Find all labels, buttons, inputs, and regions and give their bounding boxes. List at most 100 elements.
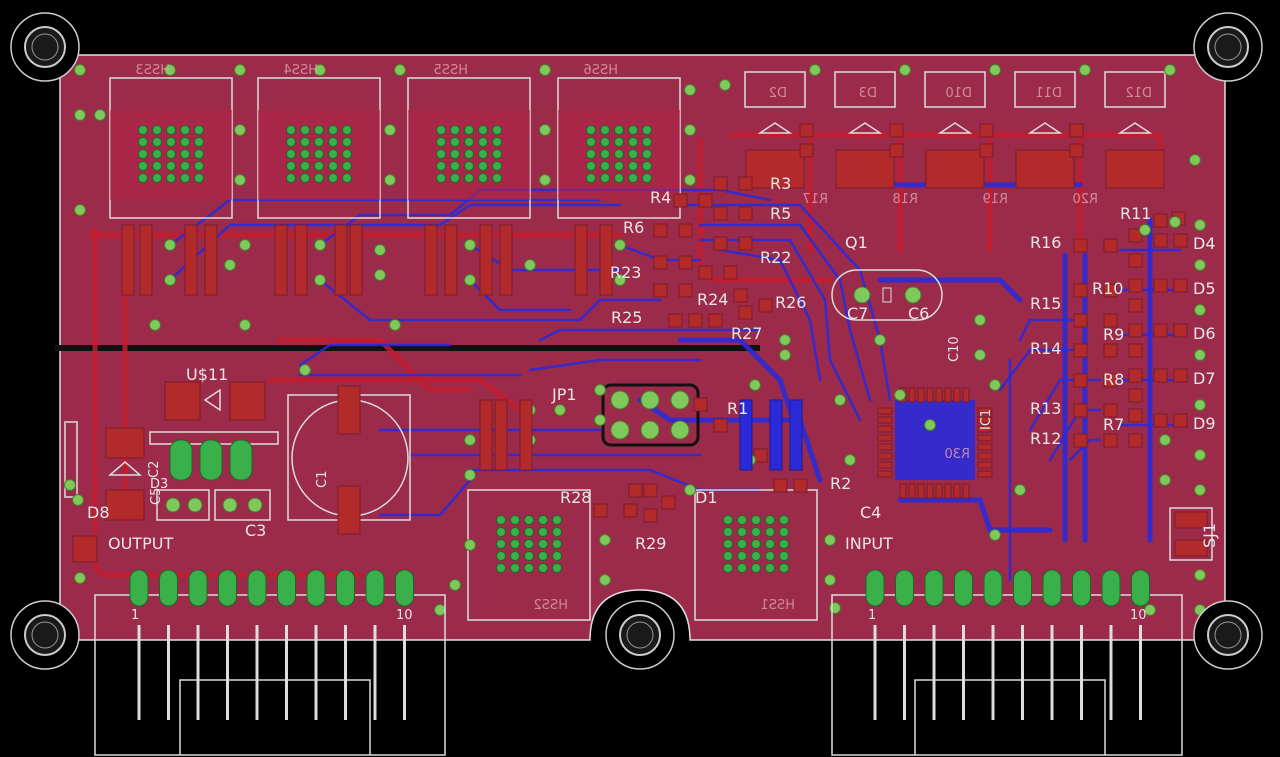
via: [614, 274, 626, 286]
label-r9: R9: [1103, 325, 1124, 344]
thermal-via: [600, 125, 610, 135]
thermal-via: [180, 161, 190, 171]
smd-pad: [1103, 373, 1118, 388]
ic-pin: [953, 387, 961, 403]
smd-pad: [653, 223, 668, 238]
ic-pin: [977, 407, 993, 415]
smd-pad: [738, 305, 753, 320]
smd-pad: [1173, 368, 1188, 383]
via: [824, 534, 836, 546]
thermal-via: [328, 125, 338, 135]
thermal-via: [737, 551, 747, 561]
thermal-via: [314, 149, 324, 159]
smd-pad: [1128, 228, 1143, 243]
ic-pin: [944, 387, 952, 403]
label-d8: D8: [87, 503, 110, 522]
thermal-via: [152, 125, 162, 135]
smd-pad: [1103, 403, 1118, 418]
mlabel-r20: R20: [1072, 192, 1098, 207]
label-d1: D1: [695, 488, 718, 507]
thermal-via: [138, 173, 148, 183]
smd-pad: [1073, 373, 1088, 388]
thermal-via: [765, 551, 775, 561]
via: [829, 602, 841, 614]
thermal-via: [642, 149, 652, 159]
ic-pin: [962, 483, 970, 499]
via: [464, 469, 476, 481]
smd-pad: [713, 206, 728, 221]
thermal-via: [342, 125, 352, 135]
via: [464, 434, 476, 446]
thermal-via: [464, 137, 474, 147]
transistor-pad: [519, 399, 533, 471]
via: [989, 529, 1001, 541]
via: [614, 239, 626, 251]
via: [374, 269, 386, 281]
thermal-via: [138, 137, 148, 147]
mlabel-hss2: HSS2: [533, 598, 568, 613]
mlabel-hss6: HSS6: [583, 63, 618, 78]
mlabel-d11: D11: [1035, 86, 1062, 101]
via: [1194, 304, 1206, 316]
thermal-via: [492, 149, 502, 159]
via: [599, 574, 611, 586]
label-r4: R4: [650, 188, 671, 207]
ic-pin: [962, 387, 970, 403]
smd-pad: [1073, 238, 1088, 253]
smd-pad: [1153, 278, 1168, 293]
smd-pad: [698, 193, 713, 208]
ic-pin: [877, 416, 893, 424]
thermal-via: [166, 149, 176, 159]
label-jp1: JP1: [551, 385, 577, 404]
thermal-via: [436, 137, 446, 147]
transistor-pad: [121, 224, 135, 296]
smd-pad: [738, 176, 753, 191]
mounting-hole-inner: [31, 33, 59, 61]
thermal-via: [450, 161, 460, 171]
thermal-via: [779, 551, 789, 561]
ic-pin: [977, 416, 993, 424]
thermal-via: [614, 125, 624, 135]
connector-pin: [954, 569, 973, 607]
thermal-via: [765, 527, 775, 537]
label-c3: C3: [245, 521, 266, 540]
ic-pin: [917, 483, 925, 499]
thermal-via: [478, 125, 488, 135]
label-pin10-input: 10: [1130, 608, 1147, 623]
via: [1164, 64, 1176, 76]
thermal-via: [314, 173, 324, 183]
label-r28: R28: [560, 488, 591, 507]
via: [749, 379, 761, 391]
smd-pad: [793, 478, 808, 493]
connector-pin: [924, 569, 944, 607]
via: [74, 204, 86, 216]
via: [384, 174, 396, 186]
ic-pin: [877, 407, 893, 415]
thermal-via: [194, 161, 204, 171]
thermal-via: [286, 173, 296, 183]
crystal-q1: [831, 269, 943, 321]
thermal-via: [642, 137, 652, 147]
transistor-pad: [334, 224, 348, 296]
thermal-via: [492, 125, 502, 135]
smd-pad: [1073, 283, 1088, 298]
smd-pad: [713, 418, 728, 433]
ic-pin: [877, 443, 893, 451]
label-r14: R14: [1030, 339, 1061, 358]
thermal-via: [765, 563, 775, 573]
smd-pad: [1128, 433, 1143, 448]
label-input: INPUT: [845, 534, 893, 553]
thermal-via: [586, 149, 596, 159]
thermal-via: [342, 149, 352, 159]
smd-pad: [1128, 343, 1143, 358]
connector-pin: [336, 569, 355, 607]
connector-input: [831, 594, 1183, 756]
ic-pin: [877, 425, 893, 433]
thermal-via: [614, 137, 624, 147]
mlabel-d3: D3: [859, 86, 877, 101]
smd-pad: [668, 313, 683, 328]
via: [894, 389, 906, 401]
via: [299, 364, 311, 376]
smd-pad: [661, 495, 676, 510]
thermal-via: [152, 137, 162, 147]
